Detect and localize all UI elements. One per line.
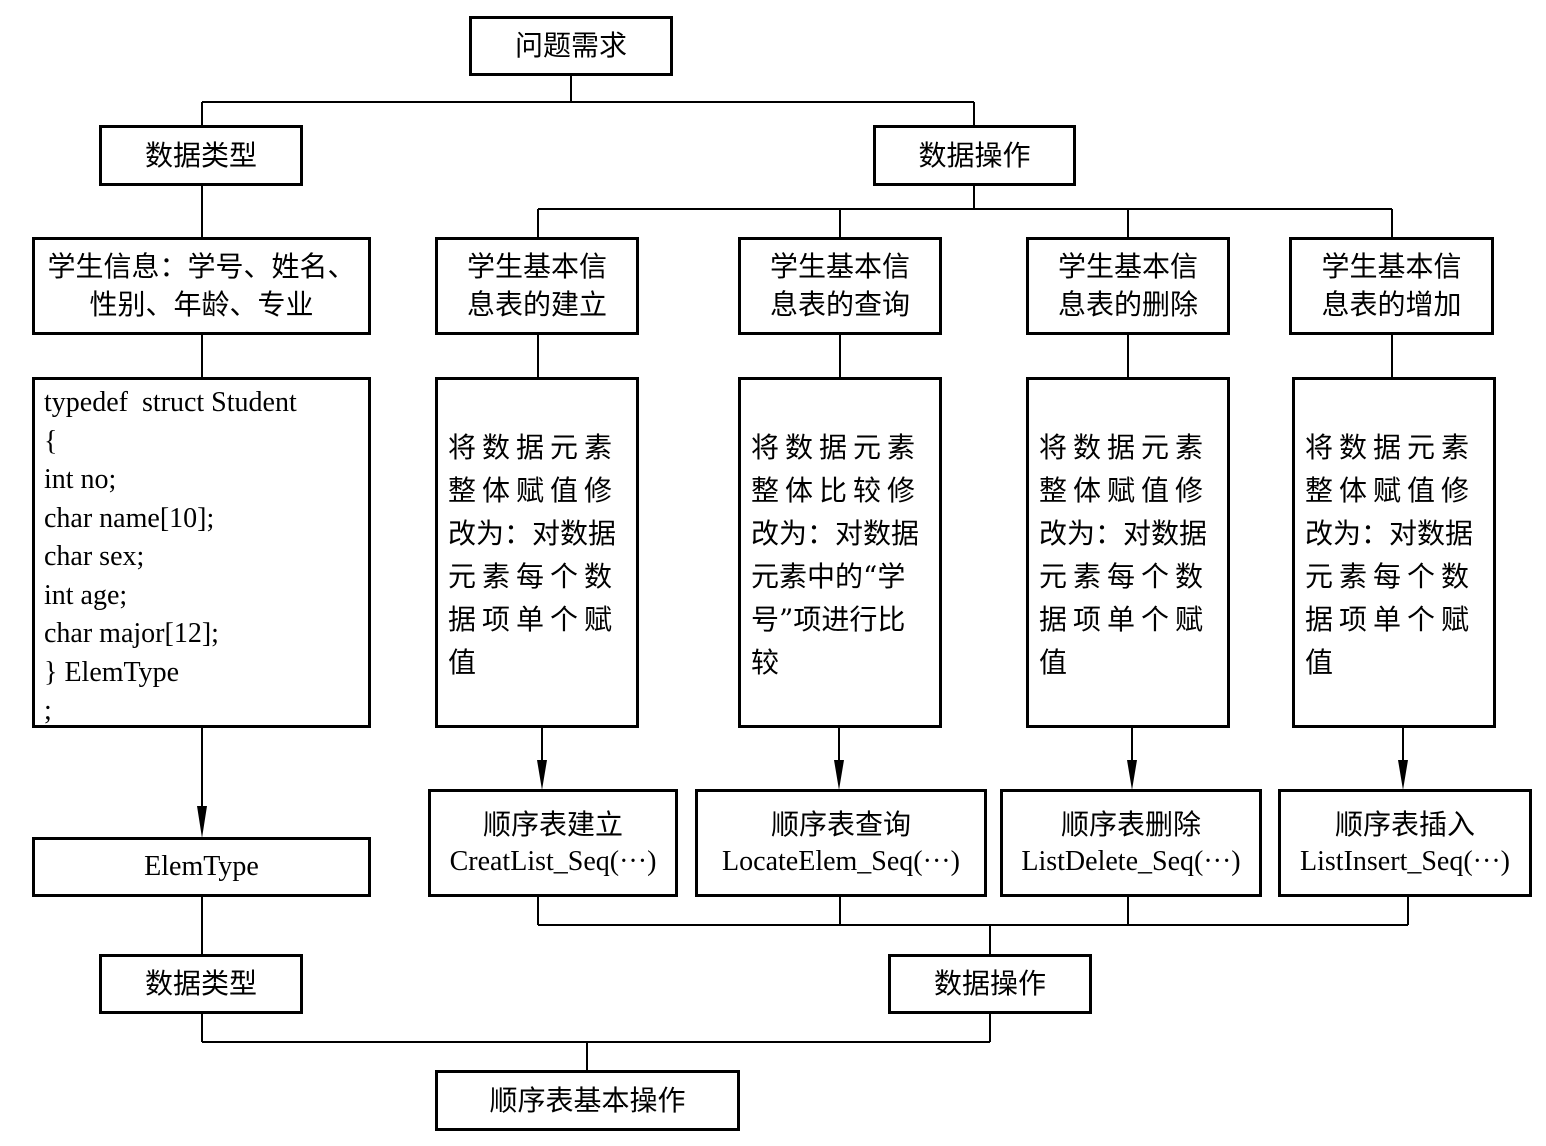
op-desc-line: 据项单个赋 bbox=[1305, 603, 1476, 636]
op-title-line: 息表的查询 bbox=[769, 288, 910, 321]
student-info-line: 学生信息：学号、姓名、 bbox=[47, 250, 356, 283]
root-node-problem-requirements: 问题需求 bbox=[469, 16, 673, 76]
node-data-type: 数据类型 bbox=[99, 125, 303, 186]
node-elemtype-label: ElemType bbox=[144, 851, 259, 882]
op-desc-line: 元素每个数 bbox=[448, 560, 619, 593]
op-desc-line: 改为：对数据 bbox=[751, 517, 920, 550]
op-desc-line: 元素中的“学 bbox=[751, 560, 906, 593]
func-cn-label: 顺序表查询 bbox=[770, 808, 911, 841]
node-data-type-label: 数据类型 bbox=[144, 138, 257, 172]
op-desc-line: 值 bbox=[1305, 646, 1340, 679]
code-line: { bbox=[44, 425, 58, 457]
op-desc-line: 将数据元素 bbox=[751, 431, 922, 464]
node-op-desc-delete: 将数据元素 整体赋值修 改为：对数据 元素每个数 据项单个赋 值 bbox=[1026, 377, 1230, 728]
op-desc-line: 整体赋值修 bbox=[1039, 474, 1210, 507]
op-desc-line: 据项单个赋 bbox=[1039, 603, 1210, 636]
func-cn-label: 顺序表插入 bbox=[1334, 808, 1475, 841]
op-desc-line: 较 bbox=[751, 646, 786, 679]
node-bottom-data-type-label: 数据类型 bbox=[144, 967, 257, 1000]
arrow-head bbox=[197, 806, 207, 838]
node-op-desc-create: 将数据元素 整体赋值修 改为：对数据 元素每个数 据项单个赋 值 bbox=[435, 377, 639, 728]
arrow-head bbox=[1398, 760, 1408, 790]
op-desc-line: 改为：对数据 bbox=[1039, 517, 1208, 550]
node-op-title-create: 学生基本信 息表的建立 bbox=[435, 237, 639, 335]
op-desc-line: 将数据元素 bbox=[1039, 431, 1210, 464]
op-title-line: 学生基本信 bbox=[466, 250, 607, 283]
node-bottom-data-type: 数据类型 bbox=[99, 954, 303, 1014]
op-desc-line: 值 bbox=[448, 646, 483, 679]
node-result-basic-operations: 顺序表基本操作 bbox=[435, 1070, 740, 1131]
func-en-label: LocateElem_Seq(···) bbox=[722, 846, 960, 877]
node-func-create: 顺序表建立 CreatList_Seq(···) bbox=[428, 789, 678, 897]
code-line: int age; bbox=[44, 579, 128, 611]
func-cn-label: 顺序表删除 bbox=[1060, 808, 1201, 841]
op-desc-line: 将数据元素 bbox=[448, 431, 619, 464]
op-desc-line: 整体赋值修 bbox=[448, 474, 619, 507]
node-op-desc-query: 将数据元素 整体比较修 改为：对数据 元素中的“学 号”项进行比 较 bbox=[738, 377, 942, 728]
func-en-label: ListDelete_Seq(···) bbox=[1021, 846, 1241, 877]
op-title-line: 学生基本信 bbox=[1321, 250, 1462, 283]
func-en-label: ListInsert_Seq(···) bbox=[1300, 846, 1510, 877]
op-desc-line: 整体比较修 bbox=[751, 474, 922, 507]
func-en-label: CreatList_Seq(···) bbox=[449, 846, 657, 877]
node-func-query: 顺序表查询 LocateElem_Seq(···) bbox=[695, 789, 987, 897]
func-cn-label: 顺序表建立 bbox=[482, 808, 623, 841]
op-desc-line: 据项单个赋 bbox=[448, 603, 619, 636]
root-node-label: 问题需求 bbox=[514, 29, 627, 62]
node-elemtype: ElemType bbox=[32, 837, 371, 897]
node-func-insert: 顺序表插入 ListInsert_Seq(···) bbox=[1278, 789, 1532, 897]
node-op-title-insert: 学生基本信 息表的增加 bbox=[1289, 237, 1494, 335]
op-desc-line: 整体赋值修 bbox=[1305, 474, 1476, 507]
code-line: char name[10]; bbox=[44, 502, 215, 534]
node-op-desc-insert: 将数据元素 整体赋值修 改为：对数据 元素每个数 据项单个赋 值 bbox=[1292, 377, 1496, 728]
op-desc-line: 改为：对数据 bbox=[448, 517, 617, 550]
node-data-operations: 数据操作 bbox=[873, 125, 1076, 186]
node-result-label: 顺序表基本操作 bbox=[489, 1083, 686, 1117]
op-desc-line: 将数据元素 bbox=[1305, 431, 1476, 464]
node-struct-definition: typedef struct Student { int no; char na… bbox=[32, 377, 371, 728]
code-line: ; bbox=[44, 695, 52, 726]
node-bottom-data-operations-label: 数据操作 bbox=[933, 967, 1046, 1000]
node-student-info: 学生信息：学号、姓名、 性别、年龄、专业 bbox=[32, 237, 371, 335]
code-line: char sex; bbox=[44, 541, 145, 572]
code-line: int no; bbox=[44, 464, 117, 495]
student-info-line: 性别、年龄、专业 bbox=[89, 288, 314, 321]
node-bottom-data-operations: 数据操作 bbox=[888, 954, 1092, 1014]
node-op-title-delete: 学生基本信 息表的删除 bbox=[1026, 237, 1230, 335]
op-desc-line: 改为：对数据 bbox=[1305, 517, 1474, 550]
op-title-line: 学生基本信 bbox=[1057, 250, 1198, 283]
node-op-title-query: 学生基本信 息表的查询 bbox=[738, 237, 942, 335]
node-func-delete: 顺序表删除 ListDelete_Seq(···) bbox=[1000, 789, 1262, 897]
op-desc-line: 值 bbox=[1039, 646, 1074, 679]
op-title-line: 学生基本信 bbox=[769, 250, 910, 283]
op-title-line: 息表的建立 bbox=[466, 288, 607, 321]
op-title-line: 息表的增加 bbox=[1321, 288, 1462, 321]
op-desc-line: 元素每个数 bbox=[1039, 560, 1210, 593]
code-line: char major[12]; bbox=[44, 618, 219, 649]
node-data-operations-label: 数据操作 bbox=[918, 138, 1031, 172]
op-desc-line: 号”项进行比 bbox=[751, 603, 906, 636]
op-title-line: 息表的删除 bbox=[1057, 288, 1198, 321]
code-line: } ElemType bbox=[44, 656, 180, 688]
arrow-head bbox=[834, 760, 844, 790]
op-desc-line: 元素每个数 bbox=[1305, 560, 1476, 593]
arrow-head bbox=[1127, 760, 1137, 790]
arrow-head bbox=[537, 760, 547, 790]
code-line: typedef struct Student bbox=[44, 387, 297, 418]
